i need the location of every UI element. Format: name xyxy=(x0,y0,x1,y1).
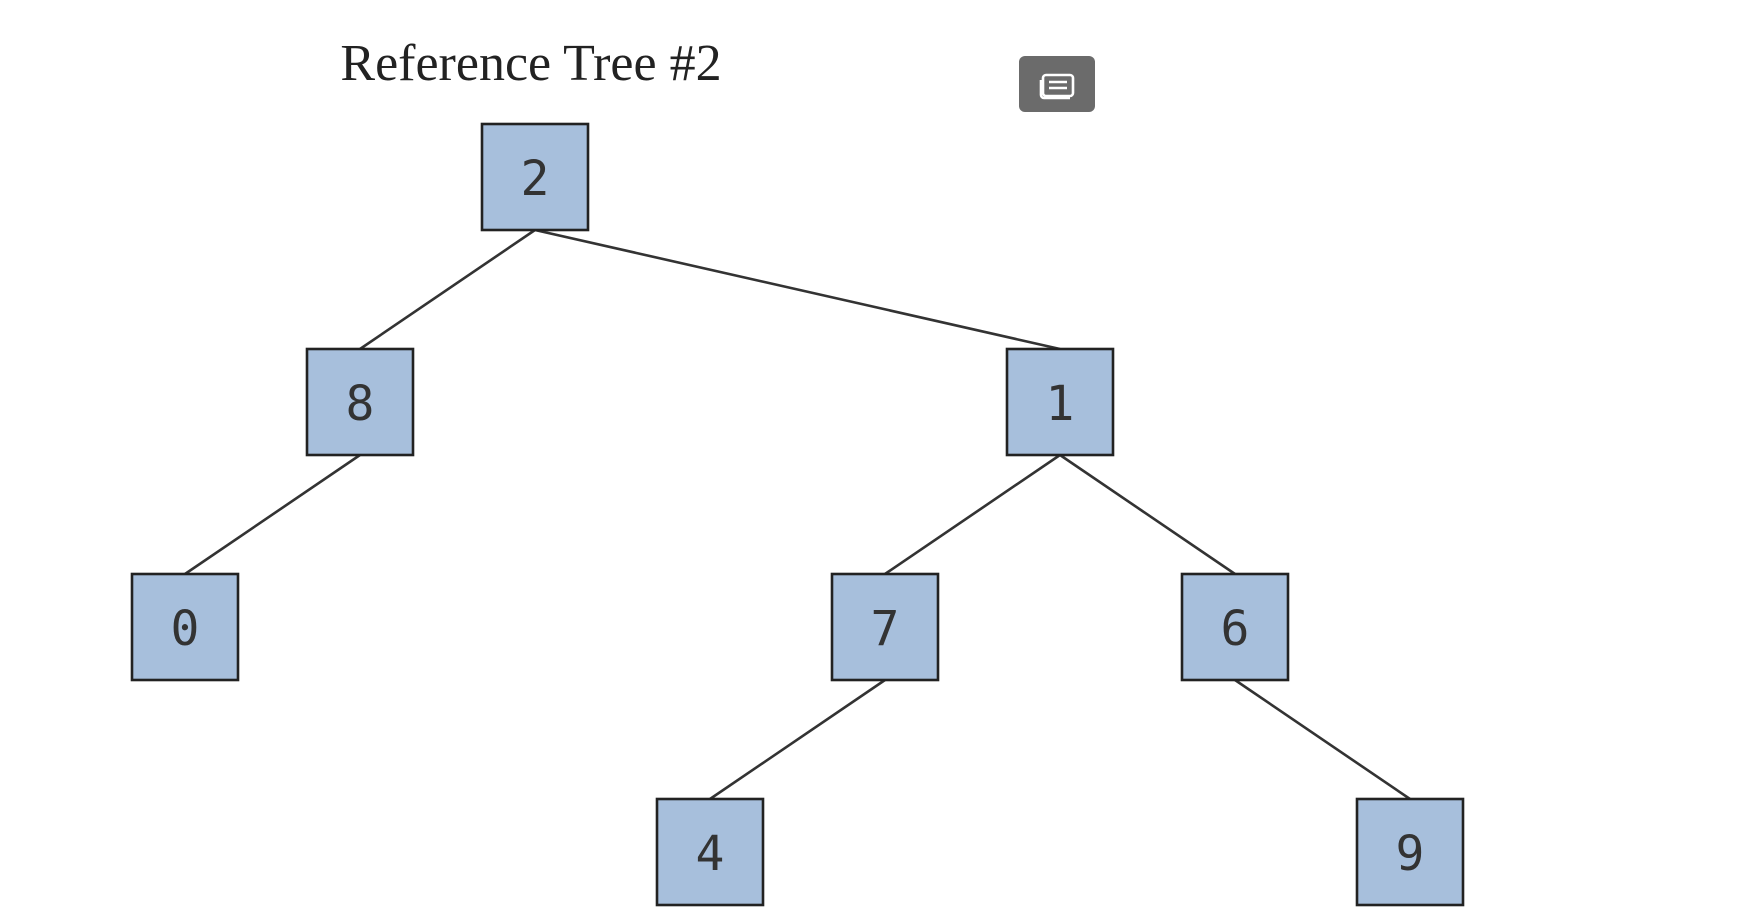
tree-node-2: 2 xyxy=(480,122,590,232)
node-label: 2 xyxy=(521,151,550,207)
node-label: 9 xyxy=(1396,826,1425,882)
tree-nodes: 2 8 1 0 7 6 4 9 xyxy=(130,122,1465,907)
tree-edges xyxy=(184,228,1411,801)
tree-node-9: 9 xyxy=(1355,797,1465,907)
node-label: 8 xyxy=(346,376,375,432)
tree-node-7: 7 xyxy=(830,572,940,682)
node-box xyxy=(130,572,240,682)
tree-node-4: 4 xyxy=(655,797,765,907)
edge-7-4 xyxy=(709,678,886,801)
tree-node-0: 0 xyxy=(130,572,240,682)
edge-1-6 xyxy=(1059,453,1236,576)
edge-8-0 xyxy=(184,453,361,576)
node-label: 0 xyxy=(171,601,200,657)
node-box xyxy=(1005,347,1115,457)
tree-node-1: 1 xyxy=(1005,347,1115,457)
node-box xyxy=(305,347,415,457)
edge-2-8 xyxy=(359,228,536,351)
node-box xyxy=(1355,797,1465,907)
tree-node-8: 8 xyxy=(305,347,415,457)
node-label: 6 xyxy=(1221,601,1250,657)
node-label: 7 xyxy=(871,601,900,657)
tree-node-6: 6 xyxy=(1180,572,1290,682)
node-label: 4 xyxy=(696,826,725,882)
captions-icon xyxy=(1039,73,1075,100)
node-box xyxy=(830,572,940,682)
node-label: 1 xyxy=(1046,376,1075,432)
diagram-title: Reference Tree #2 xyxy=(340,35,722,92)
node-box xyxy=(480,122,590,232)
captions-button[interactable] xyxy=(1019,56,1095,112)
edge-6-9 xyxy=(1234,678,1411,801)
edge-2-1 xyxy=(534,228,1061,351)
node-box xyxy=(1180,572,1290,682)
edge-1-7 xyxy=(884,453,1061,576)
node-box xyxy=(655,797,765,907)
